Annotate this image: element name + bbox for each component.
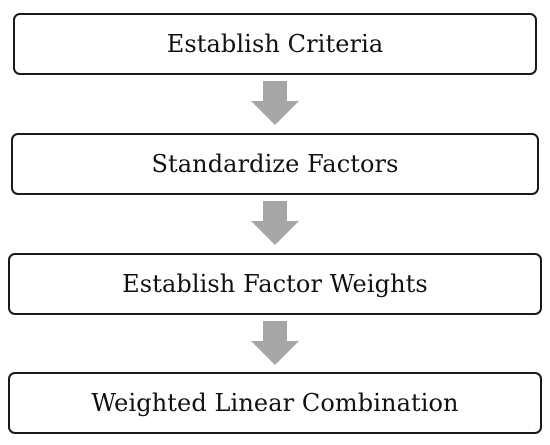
down-arrow-icon <box>251 201 299 245</box>
step-label: Establish Factor Weights <box>122 270 428 298</box>
step-establish-criteria: Establish Criteria <box>13 13 537 75</box>
step-standardize-factors: Standardize Factors <box>11 133 539 195</box>
step-label: Weighted Linear Combination <box>91 389 459 417</box>
step-label: Establish Criteria <box>166 30 384 58</box>
down-arrow-icon <box>251 321 299 365</box>
step-weighted-linear-combination: Weighted Linear Combination <box>8 372 542 434</box>
step-label: Standardize Factors <box>151 150 399 178</box>
down-arrow-icon <box>251 81 299 125</box>
step-establish-factor-weights: Establish Factor Weights <box>8 253 542 315</box>
